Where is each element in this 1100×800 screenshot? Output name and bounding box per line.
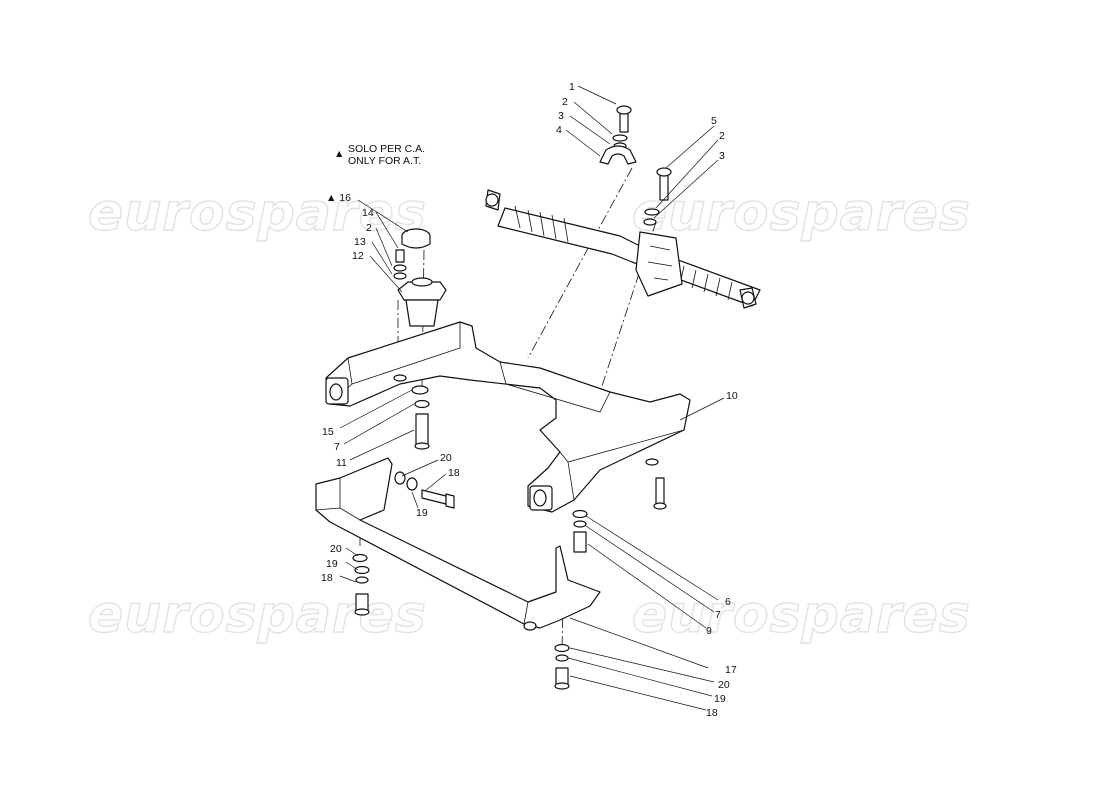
engine-mount-assembly <box>393 228 447 327</box>
callout-19-lower-left: 19 <box>326 558 338 570</box>
callout-18-lower-right: 18 <box>706 707 718 719</box>
lower-skid-plate <box>315 457 601 631</box>
automatic-transmission-note: ▲ SOLO PER C.A. ONLY FOR A.T. <box>334 143 425 167</box>
callout-7-left: 7 <box>334 441 340 453</box>
callout-7-right: 7 <box>715 609 721 621</box>
crossmember-bolts <box>411 385 667 553</box>
callout-6: 6 <box>725 596 731 608</box>
callout-15: 15 <box>322 426 334 438</box>
watermark-bottom-left: eurospares <box>88 585 427 645</box>
callout-16: ▲ 16 <box>326 192 351 204</box>
callout-19-side: 19 <box>416 507 428 519</box>
callout-13: 13 <box>354 236 366 248</box>
note-line-english: ONLY FOR A.T. <box>348 155 421 167</box>
note-line-italian: SOLO PER C.A. <box>348 143 425 155</box>
callout-2-rack: 2 <box>719 130 725 142</box>
lower-left-bolt-stack <box>352 553 370 616</box>
callout-14: 14 <box>362 207 374 219</box>
callout-2-mount: 2 <box>366 222 372 234</box>
front-crossmember <box>325 321 691 513</box>
callout-20-lower-left: 20 <box>330 543 342 555</box>
side-bolt-hardware <box>394 471 455 509</box>
callout-20-side: 20 <box>440 452 452 464</box>
callout-3-clamp: 3 <box>558 110 564 122</box>
steering-rack <box>485 189 761 309</box>
lower-right-bolt-stack <box>554 643 570 690</box>
callout-4: 4 <box>556 124 562 136</box>
callout-1: 1 <box>569 81 575 93</box>
watermark-bottom-right: eurospares <box>632 585 971 645</box>
watermark-top-left: eurospares <box>88 183 427 243</box>
note-marker: ▲ <box>334 148 344 160</box>
callout-5: 5 <box>711 115 717 127</box>
callout-19-lower-right: 19 <box>714 693 726 705</box>
rack-clamp-hardware <box>599 105 672 226</box>
callout-18-side: 18 <box>448 467 460 479</box>
leader-lines <box>339 85 725 711</box>
callout-17: 17 <box>725 664 737 676</box>
watermark-top-right: eurospares <box>632 183 971 243</box>
callout-20-lower-right: 20 <box>718 679 730 691</box>
callout-12: 12 <box>352 250 364 262</box>
callout-labels: 1 2 3 4 5 2 3 ▲ 16 14 2 13 12 10 15 7 11… <box>321 81 738 719</box>
callout-10: 10 <box>726 390 738 402</box>
callout-18-lower-left: 18 <box>321 572 333 584</box>
callout-11: 11 <box>336 457 347 469</box>
callout-3-rack: 3 <box>719 150 725 162</box>
callout-9: 9 <box>706 625 712 637</box>
callout-2-clamp: 2 <box>562 96 568 108</box>
